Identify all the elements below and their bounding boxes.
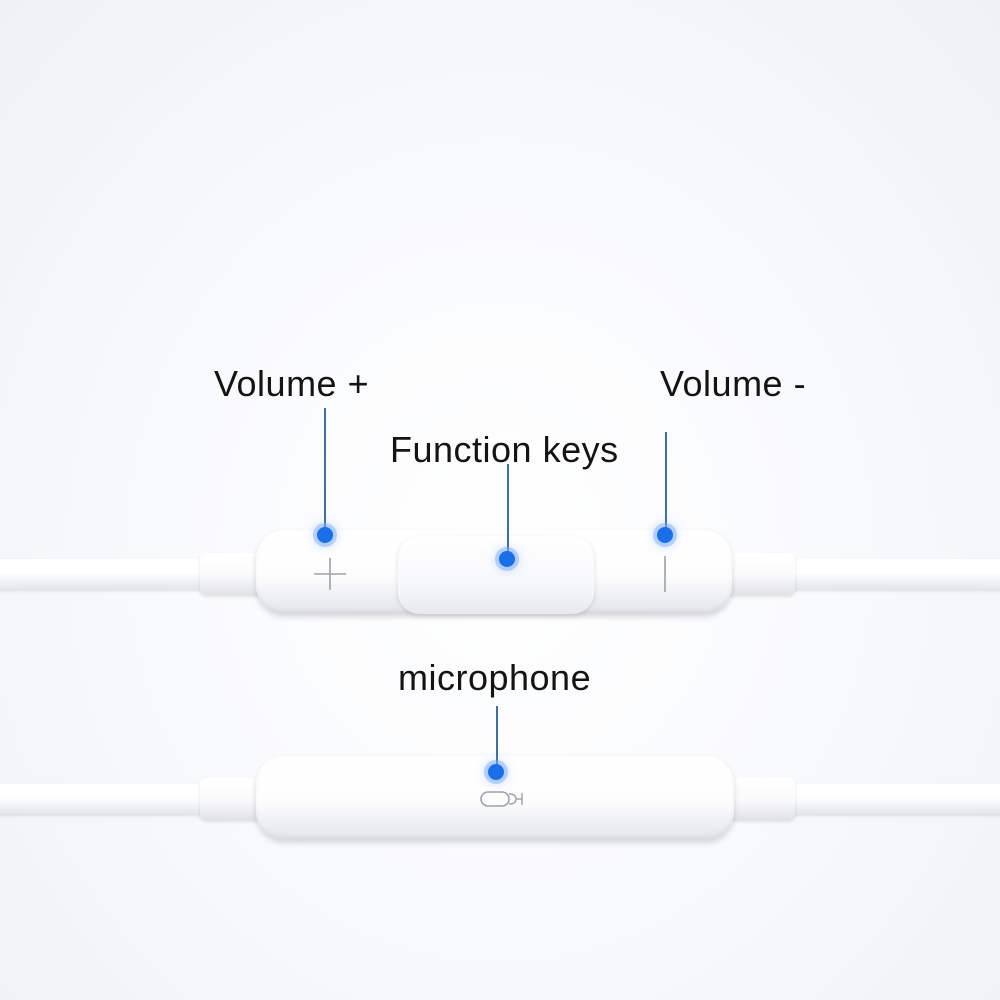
microphone-label: microphone: [398, 657, 592, 698]
bottom-right-cable: [780, 784, 1000, 814]
microphone-leader: [496, 706, 498, 774]
volume-up-dot: [317, 527, 333, 543]
function-keys-leader: [507, 464, 509, 558]
function-keys-dot: [499, 551, 515, 567]
microphone-icon: [480, 791, 523, 807]
volume-up-leader: [324, 408, 326, 534]
function-key-button[interactable]: [398, 536, 594, 614]
volume-down-label: Volume -: [660, 363, 807, 404]
top-right-cable: [780, 559, 1000, 589]
plus-icon[interactable]: [310, 554, 350, 594]
volume-down-dot: [657, 527, 673, 543]
volume-up-label: Volume +: [214, 363, 370, 404]
top-left-cable: [0, 559, 220, 589]
bottom-left-cable: [0, 784, 220, 814]
function-keys-label: Function keys: [390, 429, 619, 470]
button-remote: [256, 530, 732, 614]
microphone-dot: [488, 764, 504, 780]
volume-down-leader: [665, 432, 667, 534]
minus-icon[interactable]: [660, 554, 670, 594]
